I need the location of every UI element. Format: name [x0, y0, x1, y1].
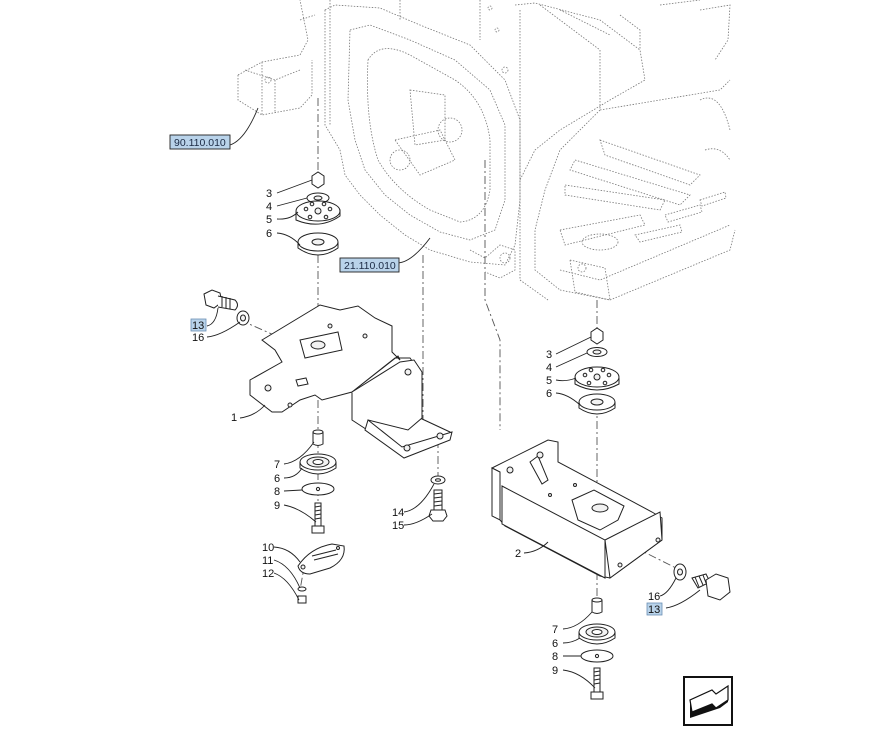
bracket-part-1: [249, 304, 453, 459]
callout-1: 1: [231, 412, 237, 424]
left-callouts: 3 4 5 6 13 16 1 7 6 8 9 10 11 12 14 15: [190, 188, 404, 580]
callout-3: 3: [266, 188, 272, 200]
right-side-bolt: [673, 563, 731, 601]
callout-7: 7: [274, 459, 280, 471]
callout-6: 6: [266, 228, 272, 240]
left-upper-isolator-stack: [295, 171, 341, 256]
bracket-part-2: [490, 439, 663, 579]
next-page-arrow-icon[interactable]: [683, 676, 733, 726]
callout-11: 11: [262, 555, 273, 567]
callout-12: 12: [262, 568, 274, 580]
callout-9-right: 9: [552, 665, 558, 677]
callout-3-right: 3: [546, 349, 552, 361]
left-lower-isolator-stack: [299, 429, 337, 534]
reference-90-110-010[interactable]: 90.110.010: [169, 134, 231, 150]
callout-16-right: 16: [648, 591, 660, 603]
callout-7-right: 7: [552, 624, 558, 636]
leader-lines: [206, 107, 701, 689]
transmission-housing: [324, 0, 521, 279]
callout-5: 5: [266, 214, 272, 226]
callout-14: 14: [392, 507, 404, 519]
cover-plate-stack: [297, 543, 345, 604]
callout-4: 4: [266, 201, 272, 213]
highlight-13-left: [190, 318, 207, 332]
callout-6b: 6: [274, 473, 280, 485]
nut-part-3: [311, 171, 325, 189]
bolt-part-13-right: [705, 573, 731, 601]
screw-part-12: [297, 595, 307, 604]
chassis-frame-right: [514, 0, 736, 301]
callout-5-right: 5: [546, 375, 552, 387]
callout-4-right: 4: [546, 362, 552, 374]
cover-plate-part-10: [297, 543, 345, 575]
callout-9: 9: [274, 500, 280, 512]
callout-16: 16: [192, 332, 204, 344]
reference-label[interactable]: 90.110.010: [174, 137, 226, 149]
right-callouts: 3 4 5 6 2 16 13 7 6 8 9: [515, 349, 663, 677]
callout-2: 2: [515, 548, 521, 560]
reference-21-110-010[interactable]: 21.110.010: [339, 257, 400, 273]
callout-13[interactable]: 13: [192, 320, 204, 332]
reference-label[interactable]: 21.110.010: [344, 260, 396, 272]
right-upper-isolator-stack: [574, 327, 620, 415]
callout-8-right: 8: [552, 651, 558, 663]
callout-13-right[interactable]: 13: [648, 604, 660, 616]
right-lower-isolator-stack: [578, 597, 616, 700]
callout-10: 10: [262, 542, 274, 554]
left-side-bolt: [203, 289, 250, 326]
highlight-13-right: [646, 602, 663, 616]
nut-part-3-right: [590, 327, 604, 345]
spacer-part-7-right: [591, 600, 603, 614]
washer-part-11: [297, 586, 307, 592]
chassis-frame-left: [237, 0, 316, 116]
callout-8: 8: [274, 486, 280, 498]
callout-15: 15: [392, 520, 404, 532]
callout-6-right: 6: [546, 388, 552, 400]
callout-6b-right: 6: [552, 638, 558, 650]
